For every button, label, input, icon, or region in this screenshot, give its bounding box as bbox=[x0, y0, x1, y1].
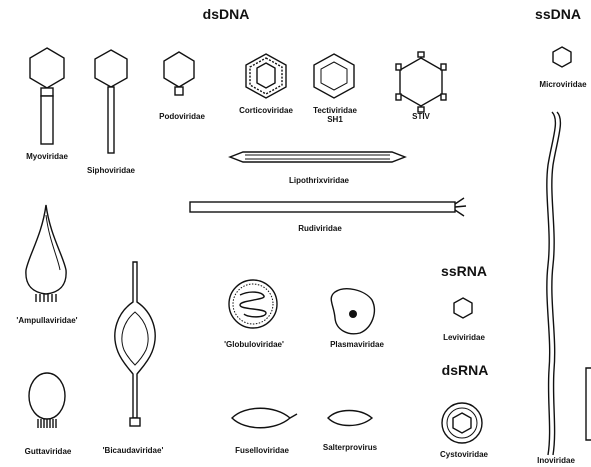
tectiviridae-label: Tectiviridae bbox=[313, 106, 357, 115]
leviviridae-label: Leviviridae bbox=[443, 333, 485, 342]
leviviridae-shape bbox=[454, 298, 472, 318]
myoviridae-label: Myoviridae bbox=[26, 152, 68, 161]
rudiviridae-shape bbox=[190, 198, 466, 216]
corticoviridae-shape bbox=[246, 54, 286, 98]
partial-panel-border bbox=[586, 368, 591, 440]
ampullaviridae-label: 'Ampullaviridae' bbox=[16, 316, 77, 325]
podoviridae-label: Podoviridae bbox=[159, 112, 205, 121]
cystoviridae-label: Cystoviridae bbox=[440, 450, 488, 459]
fuselloviridae-label: Fuselloviridae bbox=[235, 446, 289, 455]
globuloviridae-label: 'Globuloviridae' bbox=[224, 340, 284, 349]
corticoviridae-label: Corticoviridae bbox=[239, 106, 293, 115]
rudiviridae-label: Rudiviridae bbox=[298, 224, 342, 233]
lipothrixviridae-shape bbox=[230, 152, 405, 162]
microviridae-shape bbox=[553, 47, 571, 67]
inoviridae-label: Inoviridae bbox=[537, 456, 575, 465]
salterprovirus-shape bbox=[328, 411, 372, 426]
ampullaviridae-shape bbox=[26, 205, 66, 302]
siphoviridae-label: Siphoviridae bbox=[87, 166, 135, 175]
globuloviridae-shape bbox=[229, 280, 277, 328]
lipothrixviridae-label: Lipothrixviridae bbox=[289, 176, 349, 185]
fuselloviridae-shape bbox=[232, 408, 297, 428]
ssdna-header: ssDNA bbox=[535, 6, 581, 22]
guttaviridae-shape bbox=[29, 373, 65, 428]
myoviridae-shape bbox=[30, 48, 64, 144]
bicaudaviridae-shape bbox=[115, 262, 155, 426]
stiv-shape bbox=[396, 52, 446, 112]
tectiviridae-sh1-label: SH1 bbox=[327, 115, 343, 124]
siphoviridae-shape bbox=[95, 50, 127, 153]
podoviridae-shape bbox=[164, 52, 194, 95]
salterprovirus-label: Salterprovirus bbox=[323, 443, 377, 452]
stiv-label: STIV bbox=[412, 112, 430, 121]
dsdna-header: dsDNA bbox=[203, 6, 250, 22]
inoviridae-shape bbox=[547, 112, 561, 455]
plasmaviridae-label: Plasmaviridae bbox=[330, 340, 384, 349]
microviridae-label: Microviridae bbox=[539, 80, 586, 89]
tectiviridae-shape bbox=[314, 54, 354, 98]
ssrna-header: ssRNA bbox=[441, 263, 487, 279]
dsrna-header: dsRNA bbox=[442, 362, 489, 378]
plasmaviridae-shape bbox=[331, 289, 374, 334]
bicaudaviridae-label: 'Bicaudaviridae' bbox=[103, 446, 164, 455]
cystoviridae-shape bbox=[442, 403, 482, 443]
guttaviridae-label: Guttaviridae bbox=[25, 447, 72, 456]
